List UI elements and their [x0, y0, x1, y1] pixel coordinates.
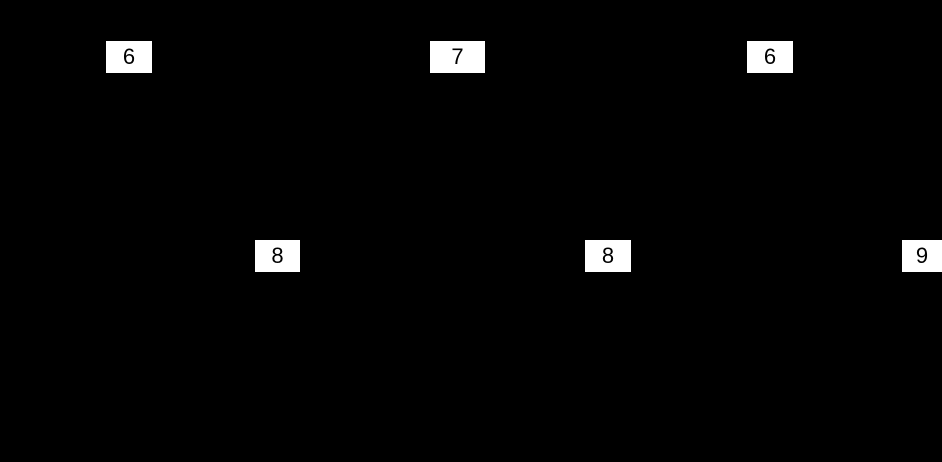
- node-value: 9: [915, 243, 929, 268]
- node-value: 8: [271, 243, 284, 268]
- node-label-middle-center: 8: [585, 240, 631, 272]
- node-value: 6: [122, 44, 136, 69]
- node-label-middle-right: 9: [902, 240, 942, 272]
- node-value: 8: [601, 243, 615, 268]
- node-label-top-right: 6: [747, 41, 793, 73]
- node-label-middle-left: 8: [255, 240, 300, 272]
- node-value: 7: [451, 44, 464, 69]
- node-value: 6: [763, 44, 777, 69]
- node-label-top-center: 7: [430, 41, 485, 73]
- node-label-top-left: 6: [106, 41, 152, 73]
